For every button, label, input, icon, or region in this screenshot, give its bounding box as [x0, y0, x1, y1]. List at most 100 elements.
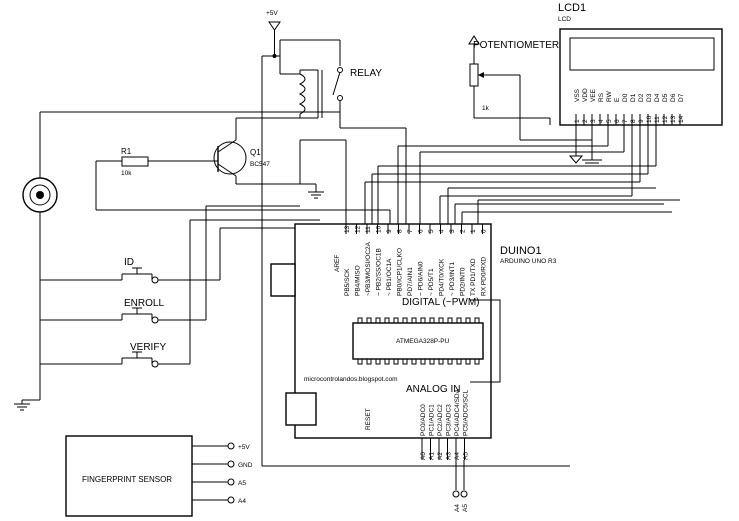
digital-pin-number: 9 — [386, 229, 393, 233]
lcd-pin-number: 11 — [654, 116, 661, 123]
lcd-pin-number: 9 — [638, 119, 645, 123]
button-enroll-label: ENROLL — [124, 298, 164, 309]
chip-pin-bottom — [375, 358, 381, 365]
digital-pin-number: 8 — [397, 229, 404, 233]
digital-pin-name: PB5/SCK — [344, 268, 351, 296]
power-label: +5V — [266, 10, 278, 17]
digital-label: DIGITAL (~PWM) — [402, 297, 480, 308]
fp-pin-terminal — [227, 460, 235, 468]
lcd-ref: LCD1 — [558, 2, 586, 14]
fp-pin-label: GND — [238, 462, 253, 469]
analog-pin-name: PC4/ADC4/SDA — [454, 388, 461, 436]
chip-pin-bottom — [456, 358, 462, 365]
chip-pin-top — [402, 317, 408, 324]
potentiometer: POTENTIOMETER 1k — [468, 35, 559, 118]
digital-pin-name: PD2/INT0 — [460, 267, 467, 296]
chip-pin-top — [447, 317, 453, 324]
digital-pin-name: ~ PB1/OC1A — [386, 258, 393, 296]
arduino-part: ARDUINO UNO R3 — [500, 258, 557, 265]
analog-pin-number: A5 — [463, 452, 470, 460]
analog-pin-number: A1 — [429, 452, 436, 460]
chip-pin-top — [420, 317, 426, 324]
digital-pin-number: 2 — [460, 229, 467, 233]
analog-pin-number: A4 — [454, 452, 461, 460]
button-verify[interactable]: VERIFY — [40, 220, 191, 368]
button-verify-label: VERIFY — [130, 342, 166, 353]
resistor-r1: R1 10k — [95, 147, 390, 211]
digital-pin-name: PD7/AIN1 — [407, 267, 414, 296]
chip-pin-top — [456, 317, 462, 324]
lcd-module: LCD1 LCD VSS1VDD2VEE3RS4RW5E6D07D18D29D3… — [558, 2, 723, 126]
chip-pin-bottom — [393, 358, 399, 365]
chip-pin-top — [438, 317, 444, 324]
lcd-part: LCD — [558, 16, 571, 23]
chip-pin-bottom — [411, 358, 417, 365]
digital-pin-number: 7 — [407, 229, 414, 233]
lcd-pin-name: RS — [598, 92, 605, 102]
digital-pin-number: 12 — [355, 225, 362, 233]
chip-pin-top — [384, 317, 390, 324]
chip-pin-top — [429, 317, 435, 324]
chip-pin-bottom — [474, 358, 480, 365]
analog-pin-name: PC2/ADC2 — [437, 404, 444, 436]
chip-pin-group — [357, 317, 480, 365]
relay: RELAY — [279, 39, 382, 128]
chip-pin-bottom — [465, 358, 471, 365]
chip-pin-bottom — [420, 358, 426, 365]
digital-pin-name: ~ PB2/SS/OC1B — [376, 248, 383, 296]
analog-pin-name: PC1/ADC1 — [429, 404, 436, 436]
lcd-pin-name: D5 — [662, 93, 669, 102]
analog-pin-number: A0 — [420, 452, 427, 460]
button-enroll[interactable]: ENROLL — [40, 206, 207, 324]
lcd-pin-number: 12 — [662, 115, 669, 123]
chip-pin-bottom — [384, 358, 390, 365]
digital-pin-name: ~ PD3/INT1 — [449, 261, 456, 296]
analog-pin-number: A2 — [437, 452, 444, 460]
lcd-pin-number: 1 — [574, 119, 581, 123]
lcd-pin-number: 5 — [606, 119, 613, 123]
terminal-a5: A5 — [462, 504, 469, 512]
lcd-pin-number: 2 — [582, 119, 589, 123]
chip-pin-bottom — [438, 358, 444, 365]
lcd-pin-name: D4 — [654, 93, 661, 102]
lamp-symbol — [22, 111, 340, 400]
fp-pin-label: +5V — [238, 444, 250, 451]
analog-pin-name: PC0/ADC0 — [420, 404, 427, 436]
digital-pin-name: TX PD1/TXD — [470, 258, 477, 296]
digital-pin-name: PD4/T0/XCK — [439, 258, 446, 296]
lcd-pin-name: E — [614, 97, 621, 102]
digital-pin-number: 10 — [376, 225, 383, 233]
digital-pin-number: 11 — [365, 226, 372, 233]
analog-pin-name: PC5/ADC5/SCL — [463, 389, 470, 436]
lcd-pin-name: D2 — [638, 93, 645, 102]
arduino-ref: DUINO1 — [500, 245, 542, 257]
lcd-pin-name: RW — [606, 90, 613, 102]
digital-pin-name: ~ PD5/T1 — [428, 268, 435, 296]
lcd-pin-number: 7 — [622, 119, 629, 123]
chip-pin-bottom — [366, 358, 372, 365]
digital-pin-number: 4 — [439, 229, 446, 233]
lcd-pin-name: D0 — [622, 93, 629, 102]
fp-pin-terminal — [227, 496, 235, 504]
r1-value: 10k — [121, 170, 132, 177]
arduino-board: ATMEGA328P-PU DUINO1 ARDUINO UNO R3 AREF… — [270, 223, 557, 460]
q1-ref: Q1 — [250, 148, 261, 157]
digital-pin-name: PB0/ICP1/CLKO — [397, 248, 404, 296]
chip-text: ATMEGA328P-PU — [396, 338, 450, 345]
chip-pin-top — [474, 317, 480, 324]
lcd-pin-group: VSS1VDD2VEE3RS4RW5E6D07D18D29D310D411D51… — [574, 88, 685, 125]
aref-label: AREF — [334, 255, 341, 272]
atmega-chip — [352, 322, 484, 360]
chip-pin-top — [366, 317, 372, 324]
fp-pin-terminal — [227, 478, 235, 486]
chip-pin-bottom — [402, 358, 408, 365]
lcd-pin-number: 4 — [598, 119, 605, 123]
lcd-pin-number: 3 — [590, 119, 597, 123]
lcd-wiring — [365, 75, 657, 197]
reset-label: RESET — [365, 408, 372, 430]
lcd-pin-name: VDD — [582, 88, 589, 102]
